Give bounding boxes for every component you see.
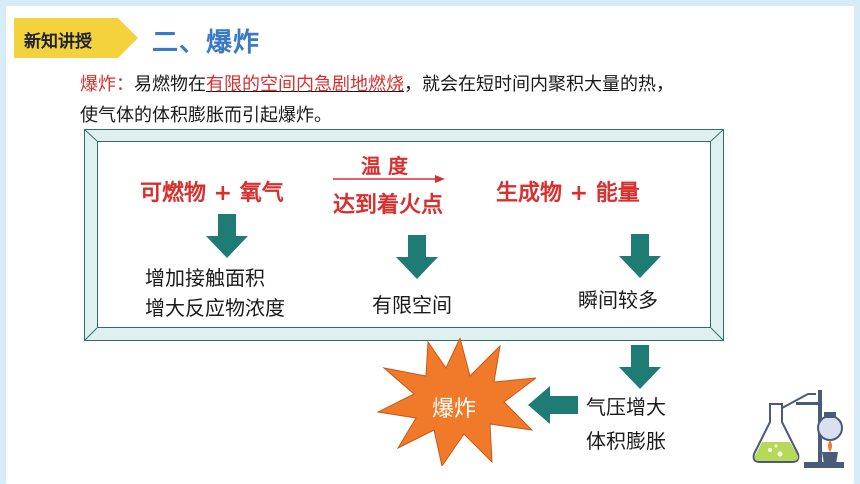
- effect-line-2: 体积膨胀: [586, 429, 666, 453]
- products-text: 生成物 + 能量: [496, 181, 640, 206]
- explosion-burst-icon: [376, 338, 536, 466]
- section-tag-label: 新知讲授: [24, 32, 92, 52]
- flow-frame-inner: [97, 141, 711, 328]
- explosion-label: 爆炸: [432, 397, 477, 422]
- section-tag: [14, 18, 138, 58]
- left-arrow-icon: [528, 386, 578, 424]
- definition-part1: 易燃物在: [134, 74, 206, 95]
- lab-glassware-icon: [752, 390, 844, 468]
- down-arrow-left-icon: [206, 214, 248, 258]
- definition-part2: ，就会在短时间内聚积大量的热，: [404, 74, 674, 95]
- down-arrow-mid-icon: [396, 235, 438, 279]
- definition-line-2: 使气体的体积膨胀而引起爆炸。: [80, 105, 332, 126]
- definition-line-1: 爆炸：易燃物在有限的空间内急剧地燃烧，就会在短时间内聚积大量的热，: [80, 70, 674, 96]
- reactants-text: 可燃物 + 氧气: [140, 181, 284, 206]
- factor-left-line-1: 增加接触面积: [145, 266, 265, 290]
- reaction-arrow: [333, 175, 445, 183]
- factor-right: 瞬间较多: [578, 288, 658, 312]
- down-arrow-right-icon: [619, 234, 661, 278]
- condition-bottom-text: 达到着火点: [333, 193, 444, 218]
- page-title: 二、爆炸: [152, 28, 261, 58]
- down-arrow-effect-icon: [619, 345, 661, 389]
- definition-term: 爆炸：: [80, 74, 134, 95]
- condition-top-text: 温 度: [361, 154, 408, 178]
- factor-left-line-2: 增大反应物浓度: [145, 296, 285, 320]
- factor-mid: 有限空间: [372, 293, 452, 317]
- definition-underlined: 有限的空间内急剧地燃烧: [206, 74, 404, 95]
- effect-line-1: 气压增大: [586, 395, 666, 419]
- frame-corners: [84, 129, 724, 341]
